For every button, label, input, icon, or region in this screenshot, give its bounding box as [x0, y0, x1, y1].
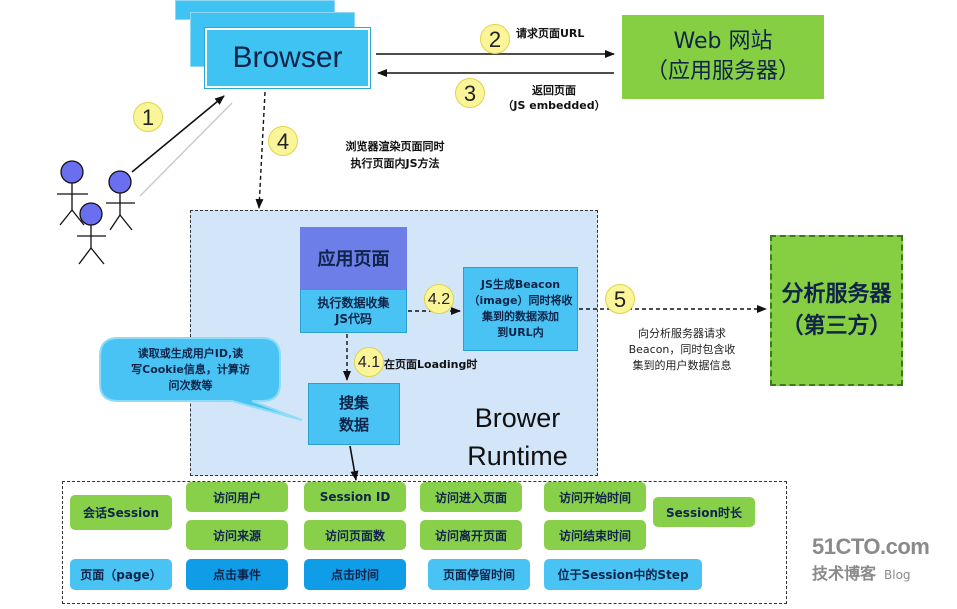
- arrow-user-to-browser: [131, 95, 225, 173]
- app-page-box: 应用页面: [300, 227, 407, 289]
- field-source: 访问来源: [186, 520, 288, 550]
- analytics-server-title: 分析服务器: [781, 281, 892, 307]
- field-exit-page-label: 访问离开页面: [434, 528, 507, 543]
- field-click-event: 点击事件: [186, 559, 288, 590]
- website-box: Web 网站 （应用服务器）: [622, 15, 824, 99]
- step-2-badge: 2: [480, 24, 510, 54]
- analytics-note-line1: 向分析服务器请求: [638, 327, 726, 340]
- request-url-note: 请求页面URL: [516, 27, 585, 40]
- analytics-server-subtitle: （第三方）: [781, 313, 892, 339]
- browser-label: Browser: [232, 41, 343, 74]
- analytics-note-line3: 集到的用户数据信息: [632, 359, 732, 372]
- render-note-line2: 执行页面内JS方法: [350, 157, 440, 170]
- field-entry-page: 访问进入页面: [420, 482, 522, 512]
- runtime-title: Brower Runtime: [450, 398, 585, 476]
- step-4-badge: 4: [268, 126, 298, 156]
- field-page-count: 访问页面数: [304, 520, 406, 550]
- field-session: 会话Session: [70, 495, 172, 530]
- field-entry-page-label: 访问进入页面: [434, 490, 507, 505]
- app-page-label: 应用页面: [317, 249, 390, 270]
- collect-data-line1: 搜集: [338, 394, 369, 412]
- step-4-1-badge: 4.1: [354, 347, 384, 377]
- website-subtitle: （应用服务器）: [645, 59, 800, 84]
- field-click-event-label: 点击事件: [212, 568, 261, 582]
- return-page-note: 返回页面: [532, 84, 576, 97]
- data-fields-area: [62, 481, 787, 604]
- field-source-label: 访问来源: [212, 528, 261, 543]
- field-end-time: 访问结束时间: [544, 520, 646, 550]
- arrow-browser-to-runtime: [255, 91, 266, 209]
- collect-code-box: 执行数据收集 JS代码: [300, 289, 407, 333]
- field-click-time: 点击时间: [304, 559, 406, 590]
- field-click-time-label: 点击时间: [330, 568, 379, 582]
- field-start-time-label: 访问开始时间: [558, 490, 631, 505]
- loading-note: 在页面Loading时: [384, 358, 478, 371]
- js-embedded-note: （JS embedded）: [502, 99, 606, 112]
- field-exit-page: 访问离开页面: [420, 520, 522, 550]
- step-3-badge: 3: [455, 78, 485, 108]
- website-title: Web 网站: [673, 29, 773, 54]
- field-end-time-label: 访问结束时间: [558, 528, 631, 543]
- runtime-title-line2: Runtime: [467, 441, 568, 471]
- step-1-badge: 1: [133, 102, 163, 132]
- field-page-count-label: 访问页面数: [324, 528, 385, 543]
- render-note: 浏览器渲染页面同时 执行页面内JS方法: [325, 138, 465, 172]
- field-page-label: 页面（page）: [80, 568, 162, 582]
- field-dwell-time: 页面停留时间: [428, 559, 530, 590]
- field-visitor: 访问用户: [186, 482, 288, 512]
- browser-box: Browser: [205, 28, 370, 88]
- analytics-server-box: 分析服务器 （第三方）: [770, 235, 903, 386]
- runtime-title-line1: Brower: [474, 403, 561, 433]
- field-session-label: 会话Session: [83, 506, 159, 520]
- analytics-note-line2: Beacon，同时包含收: [628, 343, 736, 356]
- watermark: 51CTO.com 技术博客 Blog: [812, 534, 952, 594]
- callout-line2: 写Cookie信息，计算访: [131, 363, 250, 376]
- render-note-line1: 浏览器渲染页面同时: [345, 140, 445, 153]
- field-session-duration-label: Session时长: [666, 505, 742, 520]
- step-5-badge: 5: [605, 284, 635, 314]
- beacon-line4: 到URL内: [497, 326, 544, 339]
- analytics-request-note: 向分析服务器请求 Beacon，同时包含收 集到的用户数据信息: [607, 326, 757, 374]
- collect-code-line2: JS代码: [334, 312, 373, 326]
- field-page: 页面（page）: [70, 559, 172, 590]
- watermark-blog: Blog: [884, 568, 911, 582]
- arrow-user-to-browser-shadow: [139, 102, 233, 197]
- users-icon: [57, 160, 135, 265]
- field-session-id-label: Session ID: [319, 490, 391, 504]
- field-step: 位于Session中的Step: [544, 559, 702, 590]
- field-visitor-label: 访问用户: [212, 490, 261, 505]
- field-session-duration: Session时长: [653, 497, 755, 527]
- field-start-time: 访问开始时间: [544, 482, 646, 512]
- watermark-brand: 51CTO.com: [812, 534, 930, 559]
- beacon-box: JS生成Beacon （image）同时将收 集到的数据添加 到URL内: [463, 267, 578, 351]
- field-dwell-time-label: 页面停留时间: [442, 568, 515, 582]
- field-step-label: 位于Session中的Step: [557, 568, 689, 582]
- collect-data-line2: 数据: [338, 416, 369, 434]
- step-4-2-badge: 4.2: [424, 284, 454, 314]
- callout-text: 读取或生成用户ID,读 写Cookie信息，计算访 问次数等: [103, 341, 278, 399]
- callout-line1: 读取或生成用户ID,读: [137, 347, 244, 360]
- collect-code-line1: 执行数据收集: [317, 296, 390, 310]
- field-session-id: Session ID: [304, 482, 406, 512]
- beacon-line1: JS生成Beacon: [480, 278, 561, 291]
- collect-data-box: 搜集 数据: [308, 383, 400, 445]
- beacon-line3: 集到的数据添加: [482, 310, 559, 323]
- callout-bubble: [99, 337, 303, 421]
- arrow-data-to-fields: [349, 445, 359, 481]
- watermark-sub: 技术博客: [812, 564, 877, 583]
- callout-line3: 问次数等: [168, 379, 213, 392]
- beacon-line2: （image）同时将收: [468, 294, 573, 307]
